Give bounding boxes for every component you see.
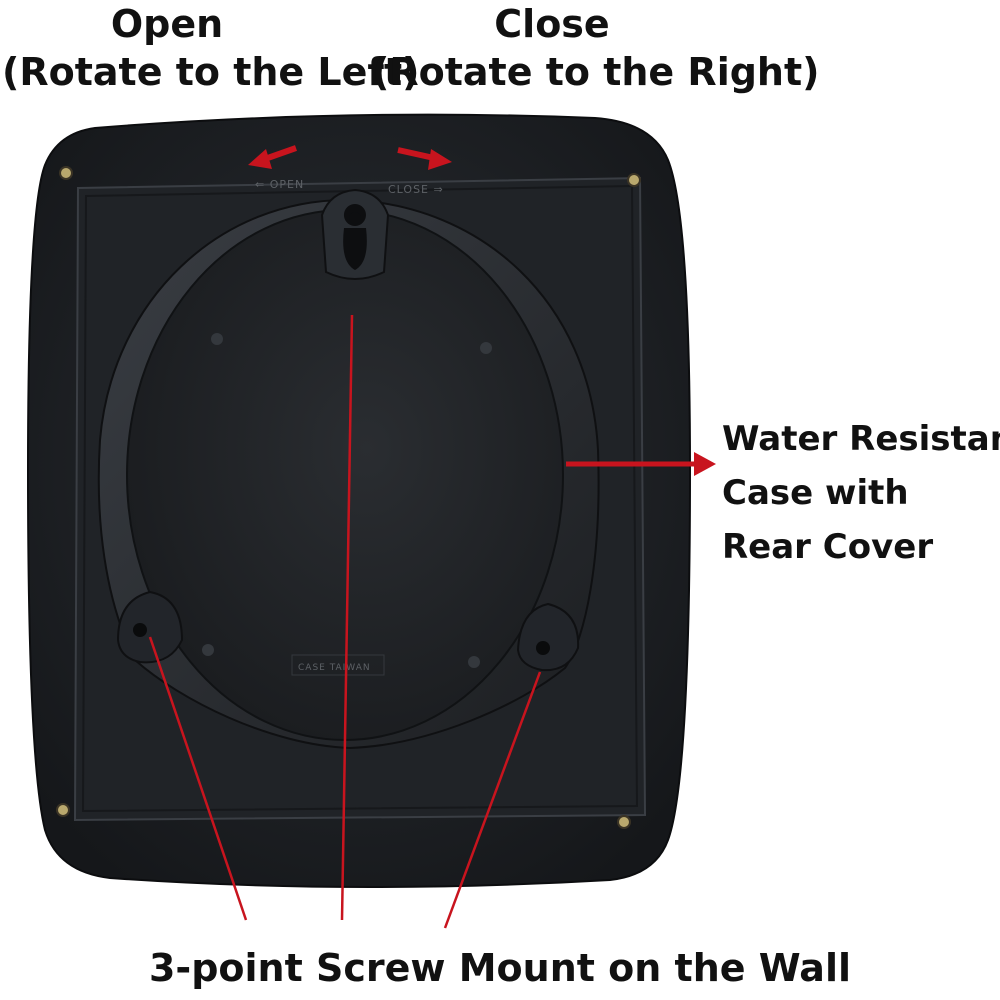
top-keyhole (343, 204, 367, 270)
close-label: Close (Rotate to the Right) (372, 0, 820, 96)
close-title: Close (494, 2, 610, 46)
right-screw-hole (536, 641, 550, 655)
case-arrow-icon (566, 452, 716, 476)
embossed-open: ⇐ OPEN (255, 178, 304, 191)
case-line-1: Water Resistant (722, 419, 1000, 459)
close-subtitle: (Rotate to the Right) (372, 50, 820, 94)
corner-screw-icon (56, 166, 641, 829)
open-subtitle: (Rotate to the Left) (2, 50, 420, 94)
embossed-maker: CASE TAIWAN (298, 663, 371, 673)
case-line-3: Rear Cover (722, 527, 934, 567)
case-line-2: Case with (722, 473, 909, 513)
embossed-close: CLOSE ⇒ (388, 183, 444, 196)
open-label: Open (Rotate to the Left) (2, 0, 420, 96)
left-screw-hole (133, 623, 147, 637)
open-arrow-icon (248, 145, 297, 169)
rear-cover (126, 209, 564, 741)
close-arrow-icon (397, 147, 452, 170)
left-mount-lug (116, 590, 184, 664)
mount-label: 3-point Screw Mount on the Wall (148, 946, 852, 990)
case-label: Water Resistant Case with Rear Cover (722, 412, 1000, 574)
right-mount-lug (516, 602, 580, 672)
mount-pointer-lines (148, 314, 542, 929)
open-title: Open (110, 2, 224, 46)
